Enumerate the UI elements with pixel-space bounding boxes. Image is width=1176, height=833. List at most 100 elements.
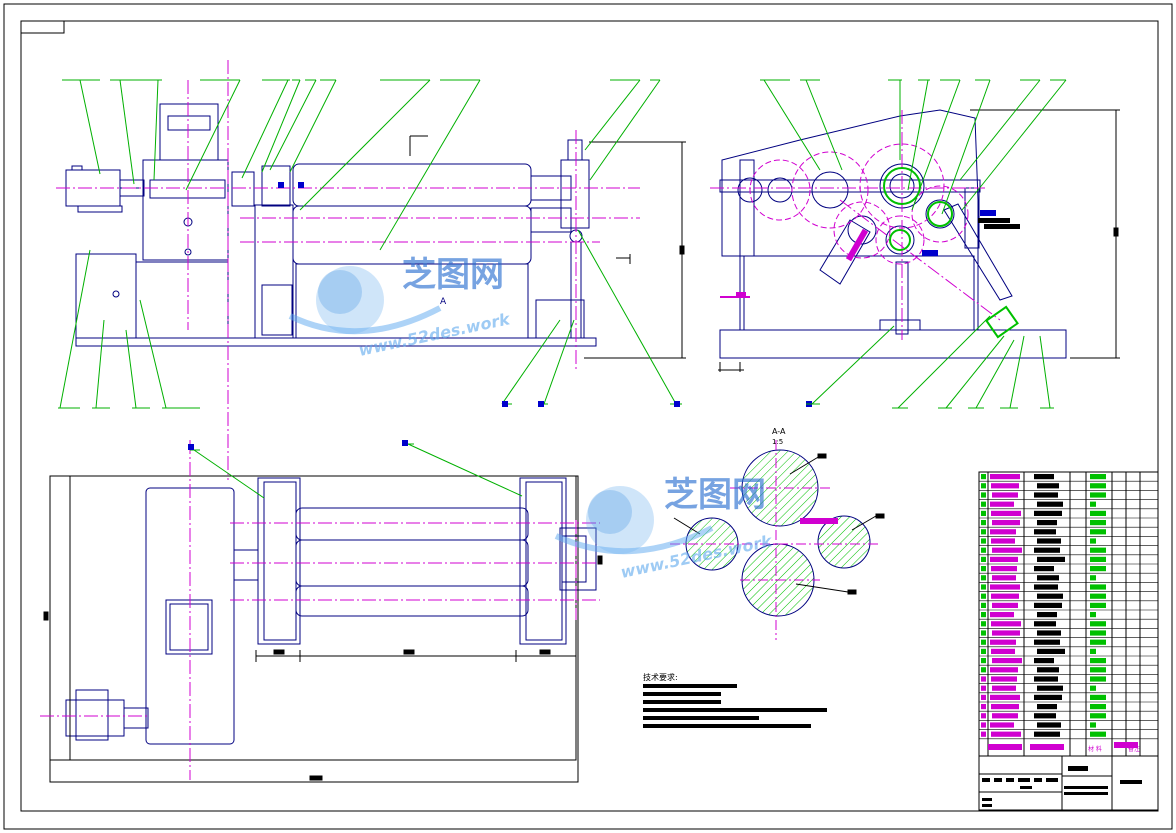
parts-cell bbox=[1037, 648, 1065, 654]
tech-requirements-title: 技术要求: bbox=[643, 672, 678, 682]
parts-cell bbox=[1037, 667, 1059, 673]
parts-cell bbox=[981, 520, 986, 526]
parts-cell bbox=[981, 492, 986, 498]
parts-cell bbox=[1090, 648, 1096, 654]
tech-requirements-lines bbox=[643, 684, 827, 728]
parts-cell bbox=[1034, 474, 1054, 480]
parts-cell bbox=[1037, 501, 1063, 507]
parts-cell bbox=[981, 713, 986, 719]
parts-cell bbox=[1090, 547, 1106, 553]
parts-cell bbox=[981, 667, 986, 673]
parts-cell bbox=[992, 713, 1018, 719]
parts-cell bbox=[981, 510, 986, 516]
parts-cell bbox=[991, 648, 1015, 654]
watermark-globe-icon bbox=[554, 486, 714, 555]
parts-cell bbox=[1037, 483, 1059, 489]
side-dimensions bbox=[718, 109, 1120, 372]
parts-cell bbox=[991, 704, 1019, 710]
side-base bbox=[719, 329, 1067, 359]
parts-cell bbox=[1090, 492, 1106, 498]
watermark-1: 芝图网 www.52des.work bbox=[288, 255, 513, 360]
front-leaders bbox=[58, 79, 682, 409]
section-marker-a: A bbox=[440, 297, 447, 307]
parts-cell bbox=[1090, 685, 1096, 691]
parts-cell bbox=[981, 630, 986, 636]
section-label: A-A bbox=[772, 427, 786, 436]
parts-cell bbox=[990, 474, 1020, 480]
parts-cell bbox=[981, 621, 986, 627]
parts-cell bbox=[981, 648, 986, 654]
parts-cell bbox=[1090, 621, 1106, 627]
parts-cell bbox=[981, 658, 986, 664]
parts-cell bbox=[1037, 556, 1065, 562]
parts-cell bbox=[1090, 722, 1096, 728]
parts-cell bbox=[1034, 731, 1060, 737]
parts-cell bbox=[1034, 529, 1056, 535]
watermark-brand-2: 芝图网 bbox=[664, 475, 766, 515]
parts-cell bbox=[1090, 676, 1106, 682]
front-upper-roll bbox=[292, 163, 532, 207]
parts-cell bbox=[1090, 639, 1106, 645]
materials-label: 材 料 bbox=[1088, 745, 1102, 753]
title-block-text bbox=[982, 766, 1142, 807]
parts-cell bbox=[992, 602, 1018, 608]
parts-cell bbox=[1090, 501, 1096, 507]
parts-cell bbox=[981, 474, 986, 480]
front-centerlines bbox=[56, 60, 640, 480]
parts-cell bbox=[990, 639, 1016, 645]
parts-cell bbox=[990, 529, 1016, 535]
parts-cell bbox=[981, 538, 986, 544]
parts-cell bbox=[1034, 713, 1056, 719]
parts-cell bbox=[981, 593, 986, 599]
section-centerlines bbox=[670, 440, 880, 640]
parts-cell bbox=[981, 612, 986, 618]
parts-cell bbox=[981, 722, 986, 728]
parts-cell bbox=[981, 529, 986, 535]
notes-label: 备注 bbox=[1128, 745, 1140, 753]
side-centerlines bbox=[710, 110, 1001, 340]
parts-cell bbox=[981, 731, 986, 737]
parts-cell bbox=[990, 612, 1014, 618]
parts-cell bbox=[992, 520, 1020, 526]
parts-cell bbox=[1037, 612, 1057, 618]
watermark-brand: 芝图网 bbox=[402, 255, 504, 295]
parts-cell bbox=[992, 630, 1020, 636]
parts-cell bbox=[990, 501, 1014, 507]
parts-cell bbox=[981, 694, 986, 700]
parts-cell bbox=[1034, 584, 1058, 590]
top-roll-3 bbox=[295, 585, 529, 617]
parts-cell bbox=[991, 566, 1017, 572]
parts-cell bbox=[1037, 685, 1063, 691]
side-gear-circles bbox=[749, 143, 969, 265]
parts-cell bbox=[991, 538, 1015, 544]
parts-cell bbox=[1037, 704, 1057, 710]
parts-cell bbox=[1090, 694, 1106, 700]
parts-cell bbox=[992, 492, 1018, 498]
outer-frame bbox=[3, 3, 1173, 830]
parts-cell bbox=[1090, 602, 1106, 608]
parts-cell bbox=[1090, 474, 1106, 480]
parts-cell bbox=[981, 584, 986, 590]
side-frame bbox=[721, 109, 979, 331]
parts-cell bbox=[1037, 520, 1057, 526]
parts-cell bbox=[1090, 658, 1106, 664]
inner-frame bbox=[20, 20, 1159, 812]
parts-cell bbox=[1090, 483, 1106, 489]
top-dimensions bbox=[43, 555, 603, 783]
side-leaders bbox=[760, 79, 1067, 409]
parts-cell bbox=[1090, 520, 1106, 526]
section-scale: 1:5 bbox=[772, 438, 783, 446]
parts-cell bbox=[992, 547, 1022, 553]
parts-cell bbox=[1034, 566, 1054, 572]
top-leaders bbox=[190, 443, 523, 499]
side-gear-left bbox=[737, 177, 763, 203]
top-motor bbox=[65, 699, 125, 737]
parts-cell bbox=[990, 584, 1020, 590]
parts-cell bbox=[981, 685, 986, 691]
top-frame-lines bbox=[49, 475, 579, 783]
parts-cell bbox=[981, 501, 986, 507]
parts-cell bbox=[981, 547, 986, 553]
side-tags bbox=[720, 210, 1020, 407]
parts-cell bbox=[1090, 556, 1106, 562]
